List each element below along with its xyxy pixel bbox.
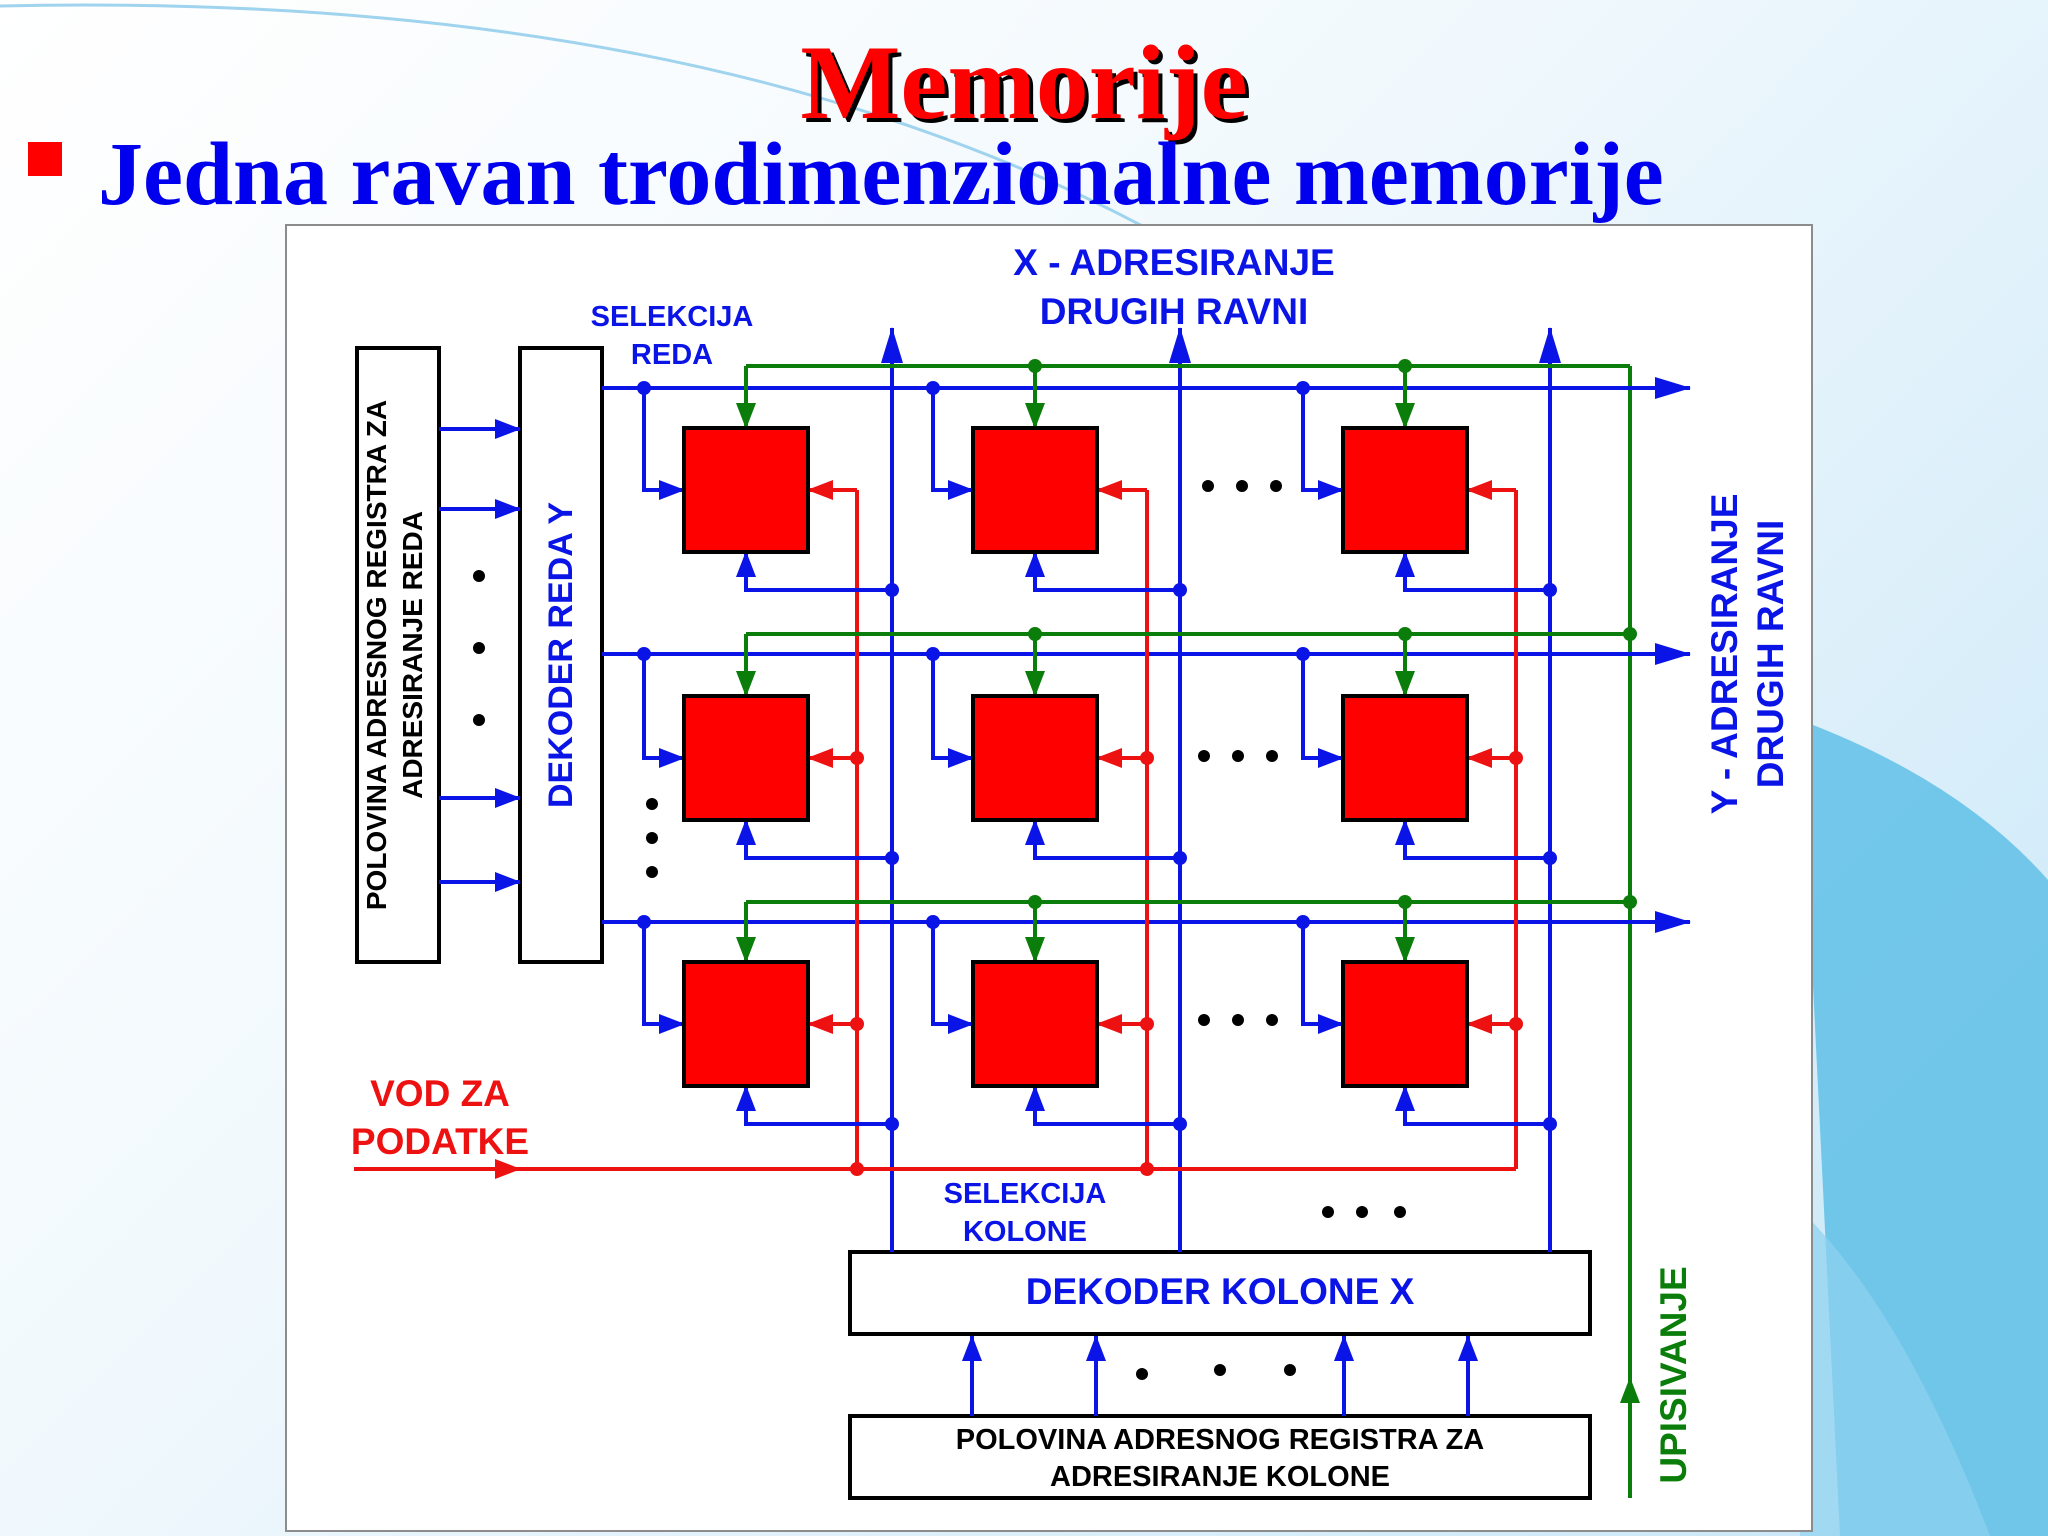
column-tap-line-0-1 <box>1025 551 1180 592</box>
memory-cell-0-0 <box>682 426 810 554</box>
column-tap-line-1-1 <box>1025 819 1180 860</box>
slide-subtitle: Jedna ravan trodimenzionalne memorije <box>98 125 1664 224</box>
memory-cells-layer <box>637 359 1637 1176</box>
row-register-label-2: ADRESIRANJE REDA <box>397 511 428 799</box>
memory-cell-0-2 <box>1341 426 1469 554</box>
column-address-register <box>848 1414 1592 1500</box>
column-decoder-x <box>848 1250 1592 1336</box>
data-line-bus <box>354 490 1518 1179</box>
row-tap-line-1-0 <box>642 654 685 768</box>
column-decoder-label: DEKODER KOLONE X <box>1026 1271 1415 1312</box>
write-label: UPISIVANJE <box>1653 1266 1694 1483</box>
write-junction-dot-1 <box>1623 627 1637 641</box>
memory-plane-diagram: POLOVINA ADRESNOG REGISTRA ZA ADRESIRANJ… <box>351 242 1791 1500</box>
column-tap-line-0-2 <box>1395 551 1550 592</box>
column-select-lines <box>881 327 1561 1252</box>
row-tap-line-0-0 <box>642 388 685 500</box>
column-tap-line-1-2 <box>1395 819 1550 860</box>
data-bus-dot-1 <box>1140 1162 1154 1176</box>
memory-cell-2-1 <box>971 960 1099 1088</box>
row-register-label-1: POLOVINA ADRESNOG REGISTRA ZA <box>361 400 392 910</box>
column-tap-line-0-0 <box>736 551 892 592</box>
memory-cell-2-2 <box>1341 960 1469 1088</box>
register-to-decoder-arrows <box>439 419 521 892</box>
x-addressing-label-1: X - ADRESIRANJE <box>1013 242 1334 283</box>
row-tap-line-1-1 <box>931 654 974 768</box>
row-tap-line-0-1 <box>931 388 974 500</box>
column-register-label-2: ADRESIRANJE KOLONE <box>1050 1461 1390 1493</box>
row-select-label-2: REDA <box>631 339 713 371</box>
slide-title: Memorije <box>800 24 1248 141</box>
memory-cell-1-1 <box>971 694 1099 822</box>
row-decoder-y <box>518 346 604 964</box>
column-register-label-1: POLOVINA ADRESNOG REGISTRA ZA <box>956 1424 1485 1456</box>
diagram-panel: POLOVINA ADRESNOG REGISTRA ZA ADRESIRANJ… <box>285 224 1813 1532</box>
row-tap-line-2-0 <box>642 922 685 1034</box>
column-tap-line-2-0 <box>736 1085 892 1126</box>
row-address-register <box>355 346 441 964</box>
row-tap-line-0-2 <box>1301 388 1344 500</box>
row-decoder-label: DEKODER REDA Y <box>542 502 580 808</box>
column-tap-line-2-2 <box>1395 1085 1550 1126</box>
write-junction-dot-2 <box>1623 895 1637 909</box>
y-addressing-label-1: Y - ADRESIRANJE <box>1704 494 1745 815</box>
column-tap-line-1-0 <box>736 819 892 860</box>
column-tap-line-2-1 <box>1025 1085 1180 1126</box>
data-line-label-1: VOD ZA <box>370 1073 510 1114</box>
memory-cell-1-0 <box>682 694 810 822</box>
row-select-label-1: SELEKCIJA <box>591 301 754 333</box>
data-line-label-2: PODATKE <box>351 1121 529 1162</box>
row-tap-line-1-2 <box>1301 654 1344 768</box>
row-tap-line-2-2 <box>1301 922 1344 1034</box>
memory-cell-0-1 <box>971 426 1099 554</box>
column-select-label-2: KOLONE <box>963 1216 1087 1248</box>
memory-cell-1-2 <box>1341 694 1469 822</box>
y-addressing-label-2: DRUGIH RAVNI <box>1750 520 1791 789</box>
x-addressing-label-2: DRUGIH RAVNI <box>1040 291 1309 332</box>
memory-cell-2-0 <box>682 960 810 1088</box>
row-tap-line-2-1 <box>931 922 974 1034</box>
bullet-square-icon <box>28 142 62 176</box>
data-bus-dot-0 <box>850 1162 864 1176</box>
register-ellipsis-dots <box>473 570 485 726</box>
column-register-arrows <box>962 1335 1478 1416</box>
column-ellipsis-dots <box>1136 1364 1296 1380</box>
grid-ellipsis-dots <box>646 480 1406 1218</box>
column-select-label-1: SELEKCIJA <box>944 1178 1107 1210</box>
